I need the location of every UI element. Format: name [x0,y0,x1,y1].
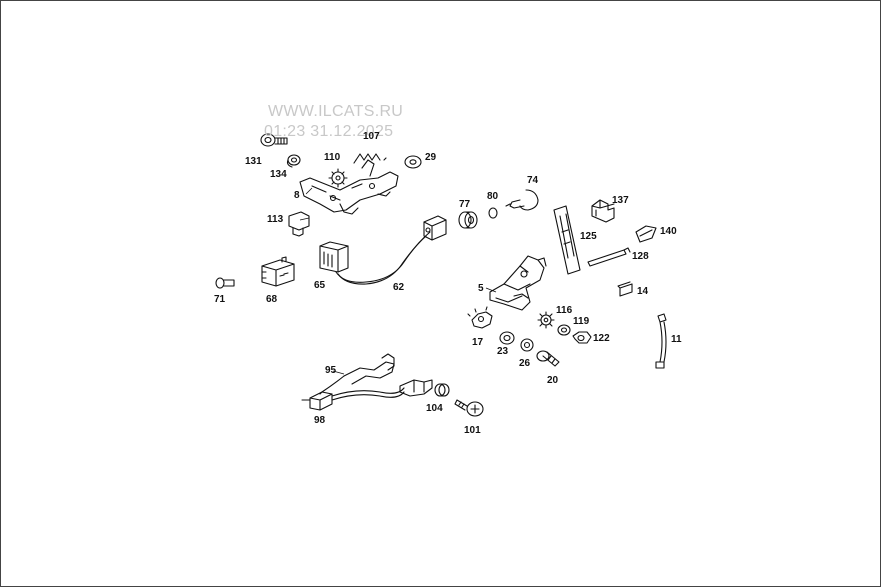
callout-65[interactable]: 65 [314,280,326,291]
callout-110[interactable]: 110 [324,152,341,163]
callout-140[interactable]: 140 [660,226,677,237]
part-5-lock-assembly [489,255,547,311]
part-101-screw [454,399,484,417]
part-14-block [617,281,633,297]
part-104-bushing [434,383,450,397]
part-68-switch [261,256,295,287]
callout-77[interactable]: 77 [459,199,471,210]
part-23-washer [499,331,515,345]
part-107-spring [353,153,387,164]
callout-68[interactable]: 68 [266,294,278,305]
part-77-grommet [458,211,478,229]
callout-131[interactable]: 131 [245,156,262,167]
callout-74[interactable]: 74 [527,175,539,186]
callout-14[interactable]: 14 [637,286,649,297]
callout-62[interactable]: 62 [393,282,405,293]
callout-23[interactable]: 23 [497,346,509,357]
callout-113[interactable]: 113 [267,214,284,225]
callout-95[interactable]: 95 [325,365,337,376]
part-17-sector-gear [467,306,493,329]
callout-107[interactable]: 107 [363,131,380,142]
part-137-latch [591,199,615,223]
callout-116[interactable]: 116 [556,305,573,316]
part-110-gear [328,168,348,188]
part-131-bolt [260,133,288,147]
part-134-bushing [286,154,301,168]
leader-lines [299,187,497,375]
callout-98[interactable]: 98 [314,415,326,426]
callout-5[interactable]: 5 [478,283,484,294]
callout-11[interactable]: 11 [671,334,682,345]
part-29-washer [404,155,422,169]
callout-122[interactable]: 122 [593,333,610,344]
part-119-washer [557,324,571,336]
callout-26[interactable]: 26 [519,358,531,369]
part-116-gear [537,311,555,329]
part-125-plate [553,205,581,275]
part-128-rod [587,247,631,267]
part-62-cable [335,215,447,285]
callout-128[interactable]: 128 [632,251,649,262]
part-95-harness [319,353,395,395]
watermark-stamp: 01:23 31.12.2025 [264,123,394,140]
part-98-harness [301,379,433,411]
callout-137[interactable]: 137 [612,195,629,206]
part-113-clip [288,211,310,237]
part-65-connector [319,241,349,273]
callout-17[interactable]: 17 [472,337,484,348]
callout-8[interactable]: 8 [294,190,300,201]
callout-101[interactable]: 101 [464,425,481,436]
callout-71[interactable]: 71 [214,294,226,305]
part-122-nut [572,331,592,344]
part-11-cable [655,313,667,369]
part-140-cap [635,225,657,243]
part-80-ring [488,207,498,219]
callout-125[interactable]: 125 [580,231,597,242]
part-8-lock-assembly [299,159,399,215]
callout-20[interactable]: 20 [547,375,559,386]
callout-134[interactable]: 134 [270,169,287,180]
watermark-site: WWW.ILCATS.RU [268,103,404,120]
callout-80[interactable]: 80 [487,191,499,202]
callout-119[interactable]: 119 [573,316,590,327]
part-26-washer [520,338,534,352]
part-74-knob [505,189,539,211]
part-71-screw [215,277,235,289]
part-20-bolt [536,350,560,367]
callout-29[interactable]: 29 [425,152,437,163]
callout-104[interactable]: 104 [426,403,443,414]
